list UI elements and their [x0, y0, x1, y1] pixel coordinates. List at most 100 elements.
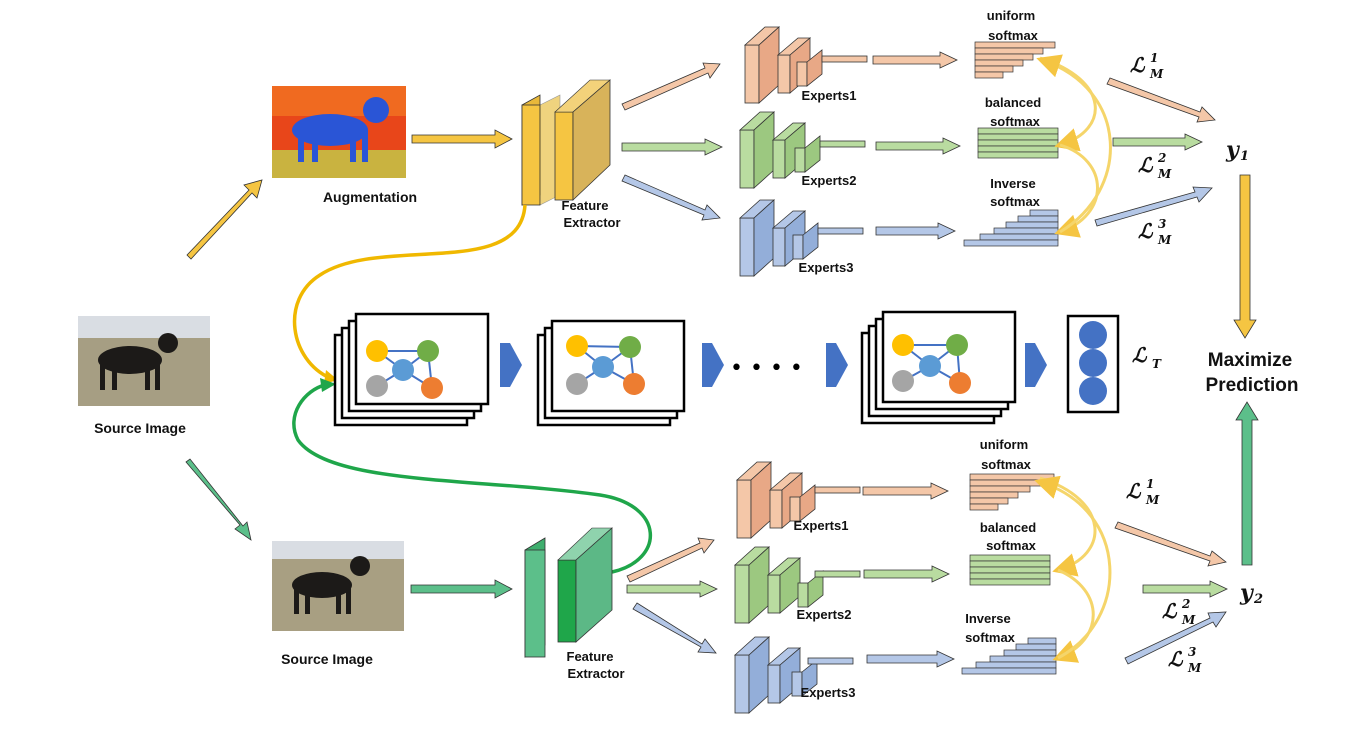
- arrow-extractor-expert1-bottom: [626, 537, 715, 583]
- arrow-softmax1-y1: [1106, 77, 1216, 123]
- softmax-uniform-top-1: uniform: [987, 8, 1035, 23]
- softmax-links-bottom: [1034, 475, 1112, 663]
- svg-text:M: M: [1181, 613, 1196, 627]
- softmax-inverse-bottom-2: softmax: [965, 630, 1016, 645]
- svg-text:1: 1: [1150, 51, 1158, 65]
- experts1-bottom: [735, 461, 861, 539]
- graph-arrow-1: [500, 343, 522, 387]
- svg-text:y: y: [1239, 580, 1255, 606]
- dog-photo-icon: [98, 333, 178, 390]
- softmax-inverse-top-2: softmax: [990, 194, 1041, 209]
- arrow-expert1-softmax-bottom: [862, 482, 949, 500]
- graph-stack-3: [860, 310, 1017, 425]
- uniform-softmax-bars-top: [974, 41, 1056, 79]
- graph-stack-1: [333, 312, 490, 427]
- arrow-aug-to-extractor: [411, 129, 513, 149]
- experts2-bottom: [733, 546, 861, 624]
- softmax-uniform-top-2: softmax: [988, 28, 1039, 43]
- balanced-softmax-bars-bottom: [969, 554, 1051, 586]
- loss-m3-top: ℒ 3 M: [1138, 217, 1172, 247]
- arrow-extractor-expert2-bottom: [626, 580, 718, 598]
- experts2-top-label: Experts2: [802, 173, 857, 188]
- loss-m2-top: ℒ 2 M: [1138, 151, 1172, 181]
- svg-text:2: 2: [1253, 592, 1263, 607]
- arrow-softmax3-y1: [1094, 186, 1213, 227]
- softmax-uniform-bottom-1: uniform: [980, 437, 1028, 452]
- output-node-column: [1066, 314, 1120, 414]
- svg-text:3: 3: [1188, 645, 1196, 659]
- ellipsis-dots: • • • •: [730, 356, 803, 381]
- graph-icon: [366, 340, 443, 399]
- loss-m1-top: ℒ 1 M: [1130, 51, 1164, 81]
- softmax-balanced-bottom-2: softmax: [986, 538, 1037, 553]
- arrow-expert3-softmax-top: [875, 222, 956, 240]
- graph-arrow-4: [1025, 343, 1047, 387]
- dog-photo-icon: [292, 556, 370, 614]
- arrow-extractor-expert1-top: [621, 62, 721, 111]
- softmax-balanced-top-2: softmax: [990, 114, 1041, 129]
- svg-text:3: 3: [1158, 217, 1166, 231]
- curve-bottom-extractor-to-graph: [292, 383, 652, 574]
- arrow-extractor-expert2-top: [621, 138, 723, 156]
- softmax-inverse-bottom-1: Inverse: [965, 611, 1011, 626]
- source-image-label-left: Source Image: [94, 420, 186, 436]
- arrow-expert3-softmax-bottom: [866, 650, 955, 668]
- loss-m1-bottom: ℒ 1 M: [1126, 477, 1160, 507]
- arrow-softmax2-y1: [1112, 133, 1203, 151]
- experts1-top: [743, 26, 868, 104]
- uniform-softmax-bars-bottom: [969, 473, 1055, 511]
- maximize-label-2: Prediction: [1206, 375, 1299, 396]
- feature-extractor-top-label-1: Feature: [562, 198, 609, 213]
- graph-arrow-3: [826, 343, 848, 387]
- experts3-bottom-label: Experts3: [801, 685, 856, 700]
- arrow-y2-to-maximize: [1235, 401, 1259, 566]
- inverse-softmax-bars-bottom: [961, 637, 1057, 675]
- graph-stack-2: [536, 319, 686, 427]
- feature-extractor-bottom-label-2: Extractor: [567, 666, 624, 681]
- augmentation-label: Augmentation: [323, 189, 417, 205]
- arrow-expert2-softmax-top: [875, 137, 961, 155]
- experts3-bottom: [733, 636, 854, 714]
- svg-text:ℒ: ℒ: [1130, 53, 1146, 77]
- svg-text:M: M: [1187, 661, 1202, 675]
- softmax-links-top: [1036, 54, 1112, 238]
- feature-extractor-top-label-2: Extractor: [563, 215, 620, 230]
- svg-text:M: M: [1145, 493, 1160, 507]
- graph-arrow-2: [702, 343, 724, 387]
- source-image-left: [78, 316, 210, 406]
- loss-t-label: ℒ T: [1132, 343, 1162, 371]
- svg-text:y: y: [1225, 137, 1241, 163]
- svg-text:ℒ: ℒ: [1138, 219, 1154, 243]
- feature-extractor-bottom-label-1: Feature: [567, 649, 614, 664]
- inverse-softmax-bars-top: [963, 209, 1059, 247]
- source-image-bottom: [272, 541, 404, 631]
- experts2-top: [738, 111, 866, 189]
- y2-label: y 2: [1239, 580, 1263, 607]
- svg-text:1: 1: [1146, 477, 1154, 491]
- experts3-top: [738, 199, 864, 277]
- svg-text:M: M: [1157, 167, 1172, 181]
- svg-text:ℒ: ℒ: [1162, 599, 1178, 623]
- arrow-softmax1-y2: [1114, 521, 1227, 567]
- svg-text:ℒ: ℒ: [1126, 479, 1142, 503]
- feature-extractor-top: [521, 79, 611, 206]
- experts3-top-label: Experts3: [799, 260, 854, 275]
- svg-text:M: M: [1157, 233, 1172, 247]
- softmax-balanced-top-1: balanced: [985, 95, 1041, 110]
- experts1-top-label: Experts1: [802, 88, 857, 103]
- svg-text:M: M: [1149, 67, 1164, 81]
- balanced-softmax-bars-top: [977, 127, 1059, 159]
- arrow-extractor-expert3-bottom: [632, 602, 717, 654]
- curve-top-extractor-to-graph: [292, 204, 527, 380]
- source-image-label-bottom: Source Image: [281, 651, 373, 667]
- svg-text:ℒ: ℒ: [1168, 647, 1184, 671]
- arrow-softmax3-y2: [1124, 611, 1227, 665]
- loss-m2-bottom: ℒ 2 M: [1162, 597, 1196, 627]
- augmented-image: [272, 86, 406, 178]
- graph-icon: [566, 335, 645, 395]
- svg-text:1: 1: [1240, 149, 1249, 164]
- curve-bottom-arrowhead: [320, 378, 336, 392]
- softmax-inverse-top-1: Inverse: [990, 176, 1036, 191]
- arrow-y1-to-maximize: [1233, 174, 1257, 339]
